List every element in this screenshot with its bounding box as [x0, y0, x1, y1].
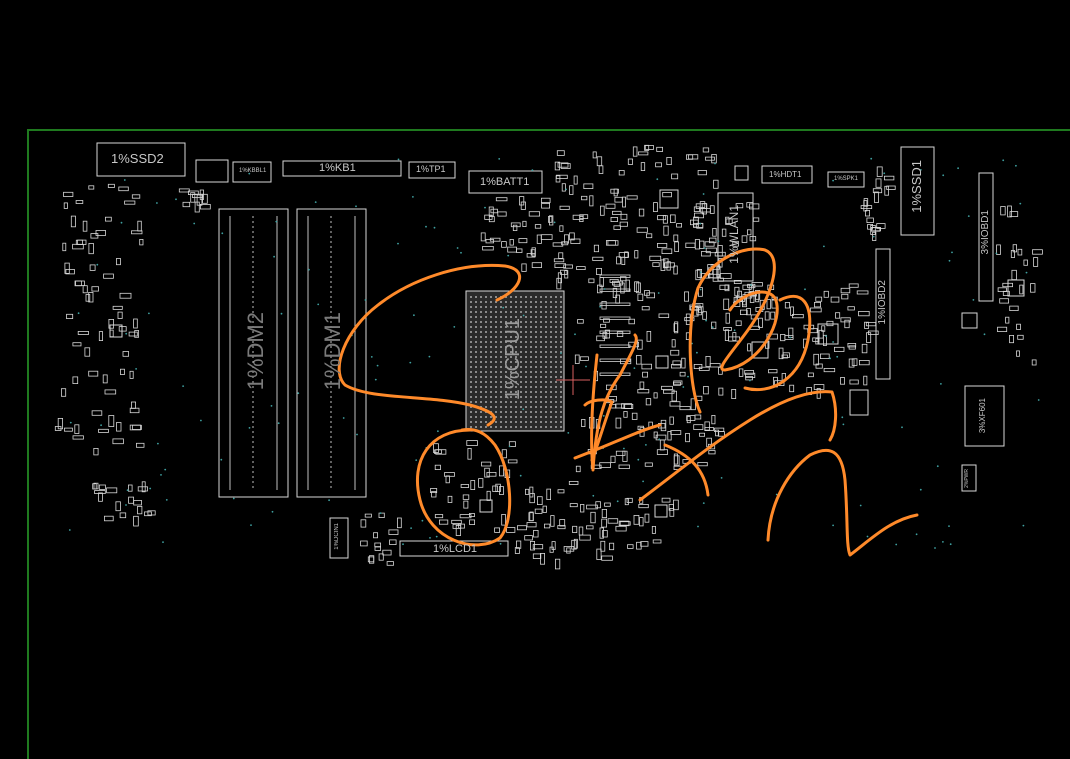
pwr-small-outline[interactable] — [961, 464, 977, 492]
component-field — [54, 144, 1043, 570]
dcin1-outline[interactable] — [329, 517, 349, 559]
small-box-1[interactable] — [195, 159, 229, 183]
hdt1-outline[interactable] — [761, 165, 813, 184]
kb1-outline[interactable] — [282, 160, 402, 177]
dm1-slot[interactable] — [296, 208, 367, 498]
dm2-slot[interactable] — [218, 208, 289, 498]
xf601-outline[interactable] — [964, 385, 1005, 447]
ssd2-outline[interactable] — [96, 142, 186, 177]
tp1-outline[interactable] — [408, 161, 456, 179]
small-box-2[interactable] — [734, 165, 749, 181]
wlan1-outline[interactable] — [717, 192, 754, 282]
via-field — [68, 157, 1040, 549]
freehand-annotation — [337, 247, 919, 557]
kbbl1-outline[interactable] — [232, 161, 272, 183]
spk1-outline[interactable] — [827, 171, 865, 188]
iobd1-outline[interactable] — [978, 172, 994, 302]
iobd2-outline[interactable] — [875, 248, 891, 380]
cpu1-package[interactable] — [465, 290, 565, 432]
board-outline — [27, 129, 1070, 759]
small-box-3[interactable] — [849, 389, 869, 416]
cursor-crosshair — [556, 365, 590, 395]
square-pad[interactable] — [961, 312, 978, 329]
ssd1-outline[interactable] — [900, 146, 935, 236]
batt1-outline[interactable] — [468, 170, 543, 194]
